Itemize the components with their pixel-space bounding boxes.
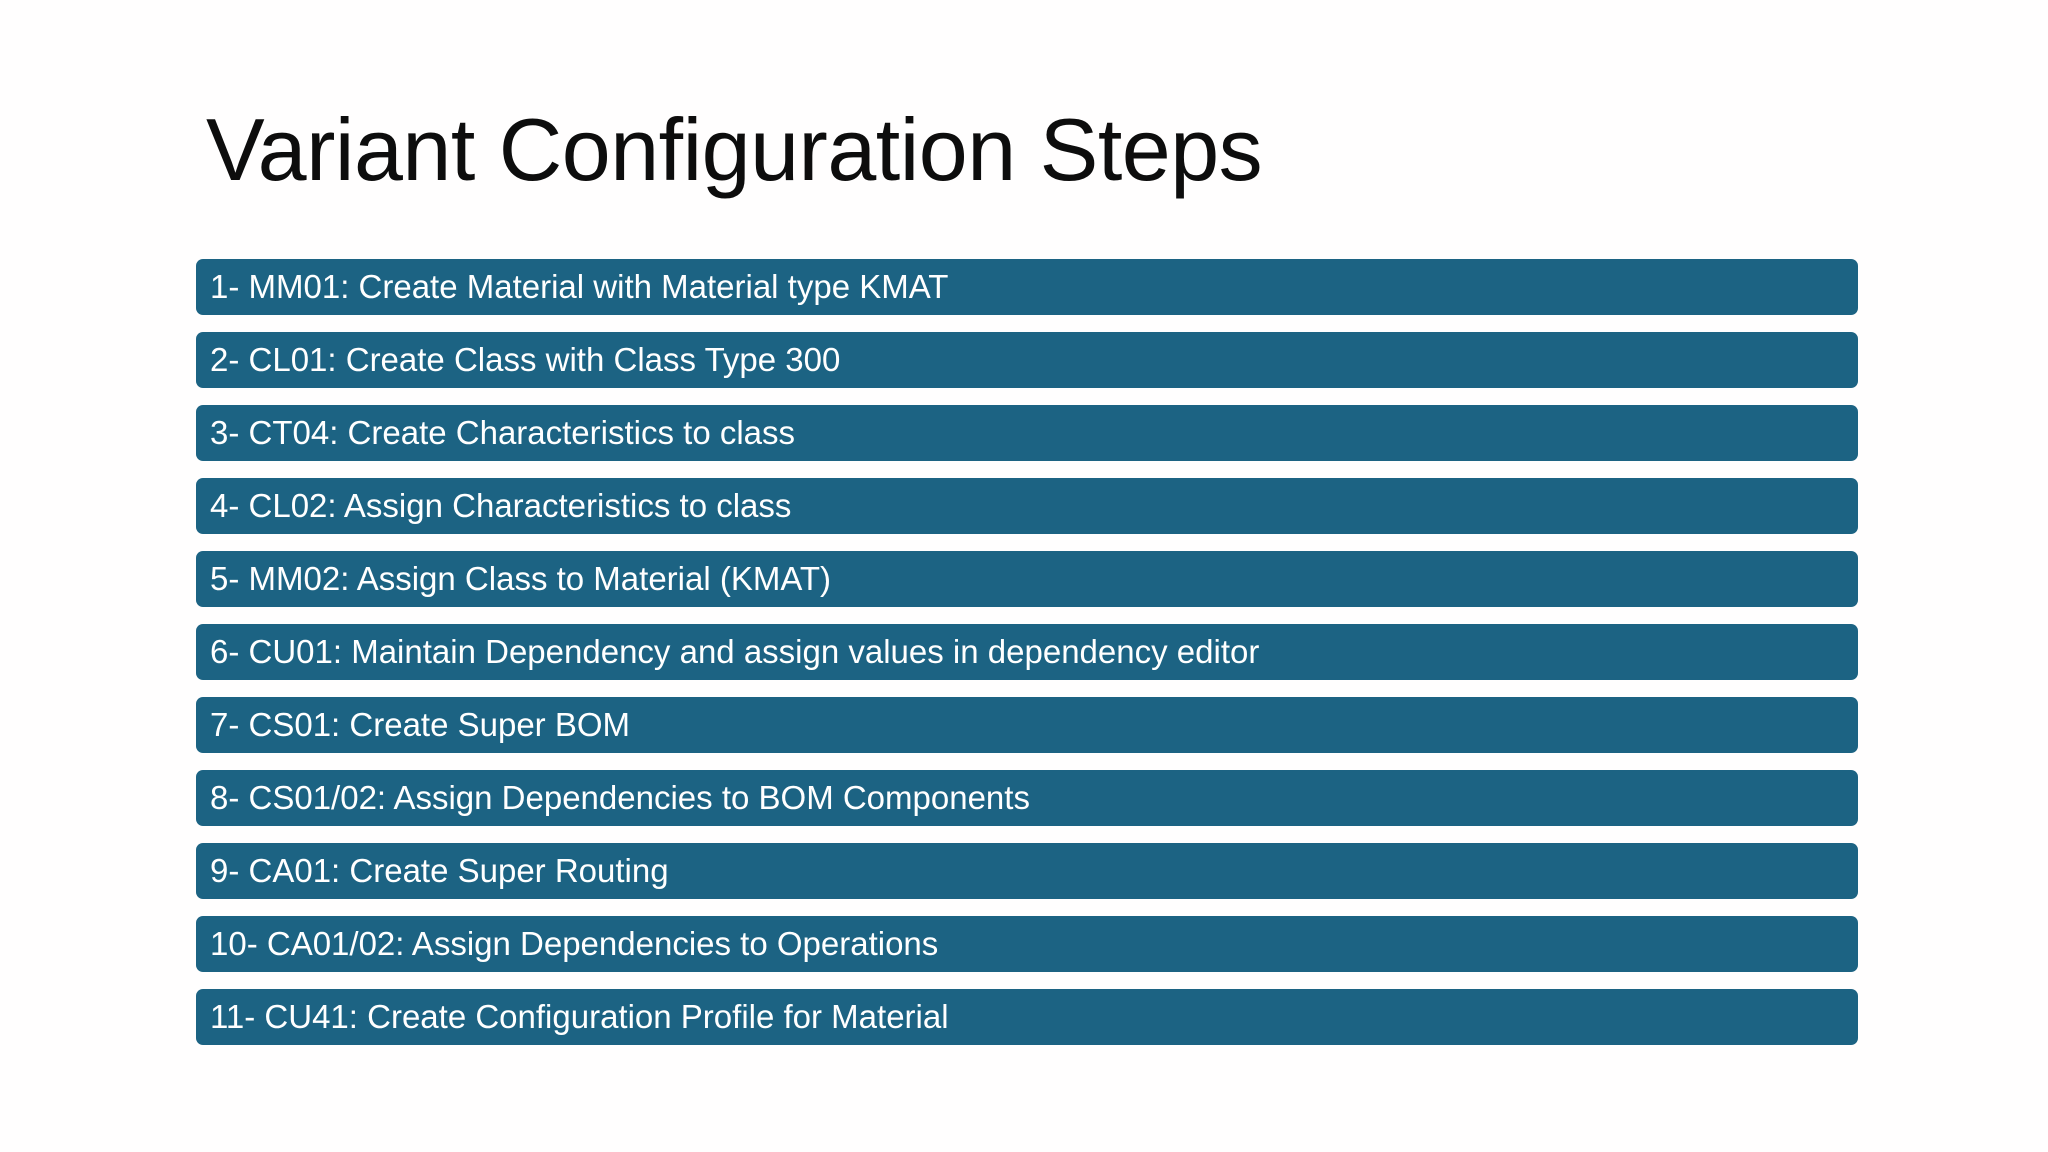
- step-label: 2- CL01: Create Class with Class Type 30…: [210, 341, 841, 378]
- step-list: 1- MM01: Create Material with Material t…: [196, 259, 1858, 1045]
- step-item-10[interactable]: 10- CA01/02: Assign Dependencies to Oper…: [196, 916, 1858, 972]
- step-label: 9- CA01: Create Super Routing: [210, 852, 669, 889]
- step-label: 4- CL02: Assign Characteristics to class: [210, 487, 792, 524]
- step-item-11[interactable]: 11- CU41: Create Configuration Profile f…: [196, 989, 1858, 1045]
- step-label: 10- CA01/02: Assign Dependencies to Oper…: [210, 925, 939, 962]
- step-item-1[interactable]: 1- MM01: Create Material with Material t…: [196, 259, 1858, 315]
- step-label: 6- CU01: Maintain Dependency and assign …: [210, 633, 1260, 670]
- step-item-7[interactable]: 7- CS01: Create Super BOM: [196, 697, 1858, 753]
- step-label: 7- CS01: Create Super BOM: [210, 706, 631, 743]
- step-item-5[interactable]: 5- MM02: Assign Class to Material (KMAT): [196, 551, 1858, 607]
- page-title: Variant Configuration Steps: [206, 100, 1263, 199]
- step-label: 11- CU41: Create Configuration Profile f…: [210, 998, 949, 1035]
- step-label: 5- MM02: Assign Class to Material (KMAT): [210, 560, 832, 597]
- step-label: 3- CT04: Create Characteristics to class: [210, 414, 796, 451]
- step-item-8[interactable]: 8- CS01/02: Assign Dependencies to BOM C…: [196, 770, 1858, 826]
- step-item-9[interactable]: 9- CA01: Create Super Routing: [196, 843, 1858, 899]
- step-label: 1- MM01: Create Material with Material t…: [210, 268, 949, 305]
- step-item-3[interactable]: 3- CT04: Create Characteristics to class: [196, 405, 1858, 461]
- step-item-2[interactable]: 2- CL01: Create Class with Class Type 30…: [196, 332, 1858, 388]
- step-item-4[interactable]: 4- CL02: Assign Characteristics to class: [196, 478, 1858, 534]
- step-label: 8- CS01/02: Assign Dependencies to BOM C…: [210, 779, 1030, 816]
- step-item-6[interactable]: 6- CU01: Maintain Dependency and assign …: [196, 624, 1858, 680]
